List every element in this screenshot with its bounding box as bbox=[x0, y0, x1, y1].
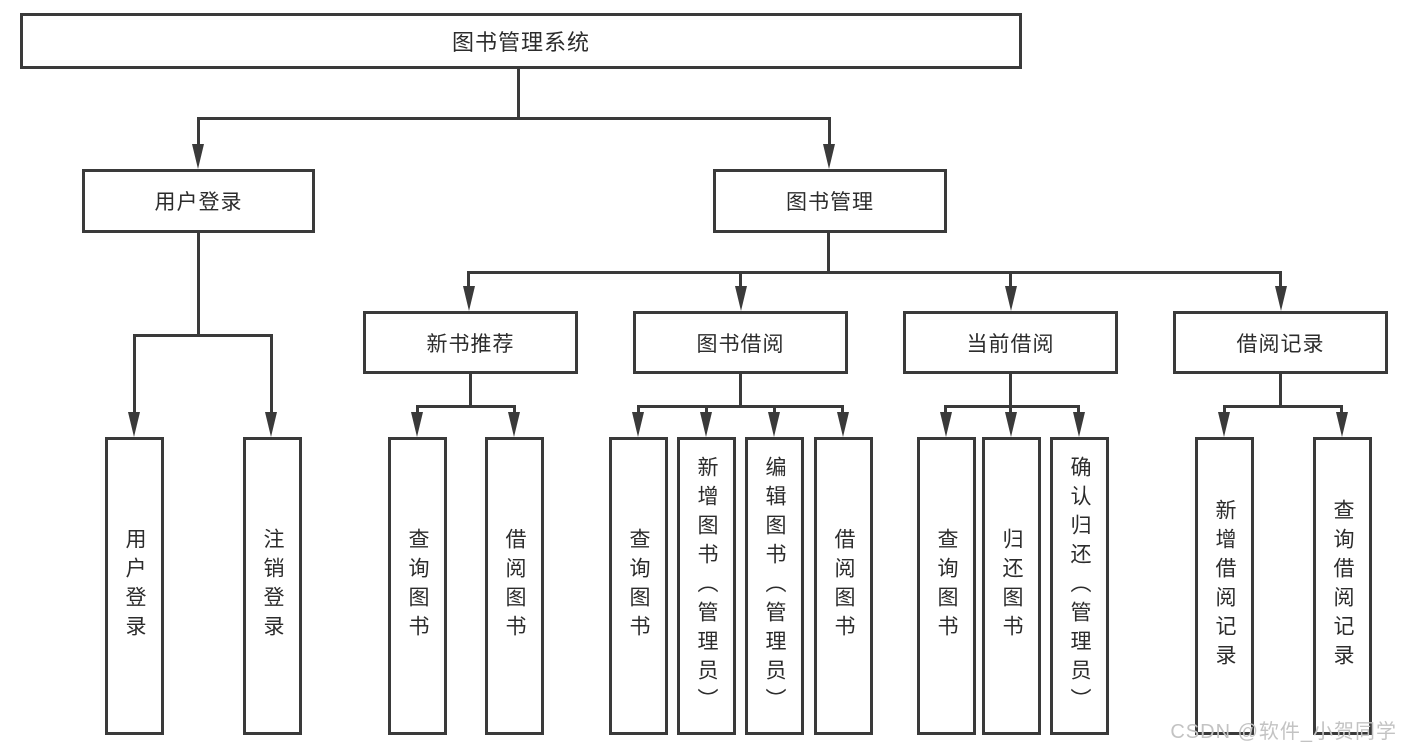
node-borrow-records-label: 借阅记录 bbox=[1236, 332, 1325, 356]
connector-stem-leaf bbox=[133, 334, 136, 413]
connector-stem-leaf bbox=[773, 405, 776, 414]
connector-stem-leaf bbox=[637, 405, 640, 414]
connector-user-login-bar bbox=[133, 334, 273, 337]
connector-stem-leaf bbox=[1340, 405, 1343, 414]
arrow-down-icon bbox=[463, 286, 475, 311]
node-borrow-records: 借阅记录 bbox=[1173, 311, 1388, 374]
connector-stem-leaf bbox=[270, 334, 273, 413]
node-book-management: 图书管理 bbox=[713, 169, 947, 233]
leaf-query-borrow-record: 查询借阅记录 bbox=[1313, 437, 1372, 735]
connector-stem-leaf bbox=[1223, 405, 1226, 414]
connector-group3-trunk bbox=[1009, 374, 1012, 407]
connector-group1-bar bbox=[416, 405, 516, 408]
leaf-recommend-borrow-books-label: 借阅图书 bbox=[503, 528, 526, 644]
leaf-query-borrow-record-label: 查询借阅记录 bbox=[1331, 499, 1354, 673]
leaf-edit-books-admin: 编辑图书（管理员） bbox=[745, 437, 804, 735]
arrow-down-icon bbox=[823, 144, 835, 169]
arrow-down-icon bbox=[1005, 286, 1017, 311]
leaf-borrow-query-books: 查询图书 bbox=[609, 437, 668, 735]
connector-stem-user-login bbox=[197, 117, 200, 144]
connector-group1-trunk bbox=[469, 374, 472, 407]
connector-stem-group bbox=[467, 271, 470, 288]
arrow-down-icon bbox=[265, 412, 277, 437]
node-user-login: 用户登录 bbox=[82, 169, 315, 233]
connector-stem-leaf bbox=[1009, 405, 1012, 414]
connector-stem-leaf bbox=[1077, 405, 1080, 414]
leaf-confirm-return-admin: 确认归还（管理员） bbox=[1050, 437, 1109, 735]
connector-stem-book-mgmt bbox=[828, 117, 831, 144]
leaf-recommend-query-books-label: 查询图书 bbox=[406, 528, 429, 644]
leaf-user-login: 用户登录 bbox=[105, 437, 164, 735]
connector-level3-bar bbox=[467, 271, 1282, 274]
arrow-down-icon bbox=[940, 412, 952, 437]
connector-user-login-trunk bbox=[197, 233, 200, 336]
arrow-down-icon bbox=[700, 412, 712, 437]
arrow-down-icon bbox=[1275, 286, 1287, 311]
leaf-recommend-borrow-books: 借阅图书 bbox=[485, 437, 544, 735]
leaf-current-query-books: 查询图书 bbox=[917, 437, 976, 735]
connector-group4-bar bbox=[1223, 405, 1343, 408]
arrow-down-icon bbox=[1005, 412, 1017, 437]
arrow-down-icon bbox=[1218, 412, 1230, 437]
node-new-book-recommend: 新书推荐 bbox=[363, 311, 578, 374]
arrow-down-icon bbox=[768, 412, 780, 437]
leaf-logout: 注销登录 bbox=[243, 437, 302, 735]
leaf-return-books: 归还图书 bbox=[982, 437, 1041, 735]
leaf-logout-label: 注销登录 bbox=[261, 528, 284, 644]
connector-stem-leaf bbox=[416, 405, 419, 414]
connector-stem-group bbox=[1279, 271, 1282, 288]
arrow-down-icon bbox=[837, 412, 849, 437]
node-root: 图书管理系统 bbox=[20, 13, 1022, 69]
leaf-confirm-return-admin-label: 确认归还（管理员） bbox=[1068, 455, 1091, 717]
connector-stem-group bbox=[1009, 271, 1012, 288]
leaf-add-borrow-record: 新增借阅记录 bbox=[1195, 437, 1254, 735]
arrow-down-icon bbox=[1336, 412, 1348, 437]
leaf-user-login-label: 用户登录 bbox=[123, 528, 146, 644]
leaf-borrow-books: 借阅图书 bbox=[814, 437, 873, 735]
connector-group3-bar bbox=[944, 405, 1080, 408]
arrow-down-icon bbox=[411, 412, 423, 437]
connector-group2-bar bbox=[637, 405, 844, 408]
leaf-add-borrow-record-label: 新增借阅记录 bbox=[1213, 499, 1236, 673]
csdn-watermark: CSDN @软件_小贺同学 bbox=[1170, 721, 1397, 743]
node-book-management-label: 图书管理 bbox=[786, 191, 874, 214]
connector-root-trunk bbox=[517, 69, 520, 119]
arrow-down-icon bbox=[632, 412, 644, 437]
node-current-borrow-label: 当前借阅 bbox=[966, 332, 1055, 356]
leaf-current-query-books-label: 查询图书 bbox=[935, 528, 958, 644]
leaf-borrow-books-label: 借阅图书 bbox=[832, 528, 855, 644]
connector-stem-leaf bbox=[705, 405, 708, 414]
leaf-recommend-query-books: 查询图书 bbox=[388, 437, 447, 735]
leaf-add-books-admin: 新增图书（管理员） bbox=[677, 437, 736, 735]
connector-stem-leaf bbox=[841, 405, 844, 414]
leaf-return-books-label: 归还图书 bbox=[1000, 528, 1023, 644]
connector-group4-trunk bbox=[1279, 374, 1282, 407]
connector-stem-group bbox=[739, 271, 742, 288]
leaf-edit-books-admin-label: 编辑图书（管理员） bbox=[763, 455, 786, 717]
leaf-add-books-admin-label: 新增图书（管理员） bbox=[695, 455, 718, 717]
connector-book-mgmt-trunk bbox=[827, 233, 830, 274]
node-current-borrow: 当前借阅 bbox=[903, 311, 1118, 374]
arrow-down-icon bbox=[192, 144, 204, 169]
arrow-down-icon bbox=[735, 286, 747, 311]
arrow-down-icon bbox=[128, 412, 140, 437]
node-user-login-label: 用户登录 bbox=[154, 191, 243, 214]
node-root-label: 图书管理系统 bbox=[451, 30, 590, 55]
node-book-borrow: 图书借阅 bbox=[633, 311, 848, 374]
leaf-borrow-query-books-label: 查询图书 bbox=[627, 528, 650, 644]
node-book-borrow-label: 图书借阅 bbox=[696, 332, 785, 356]
connector-stem-leaf bbox=[513, 405, 516, 414]
connector-group2-trunk bbox=[739, 374, 742, 407]
arrow-down-icon bbox=[1073, 412, 1085, 437]
connector-level1-bar bbox=[197, 117, 831, 120]
arrow-down-icon bbox=[508, 412, 520, 437]
node-new-book-recommend-label: 新书推荐 bbox=[426, 332, 515, 356]
connector-stem-leaf bbox=[944, 405, 947, 414]
